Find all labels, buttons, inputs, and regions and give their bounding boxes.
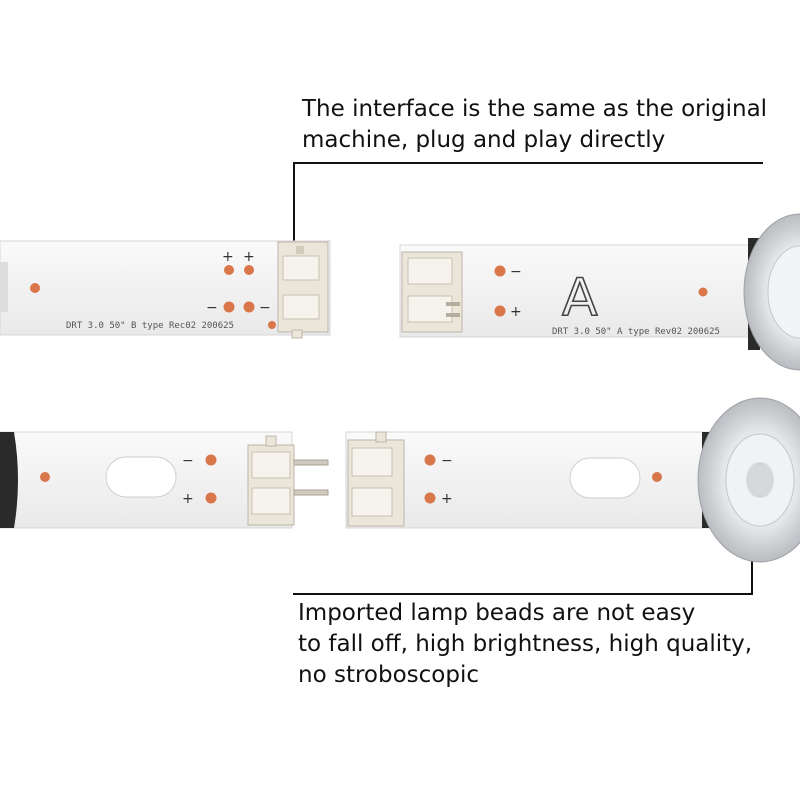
solder-pad bbox=[205, 492, 217, 504]
solder-pad bbox=[652, 472, 662, 482]
strip-bottom-right: − + bbox=[345, 397, 800, 563]
caption-connector-line2: machine, plug and play directly bbox=[302, 127, 666, 153]
connector-bottom-right bbox=[347, 431, 405, 527]
minus-sign: − bbox=[206, 300, 218, 316]
solder-pad bbox=[243, 301, 255, 313]
mounting-slot bbox=[569, 457, 641, 499]
connector-bottom-left bbox=[247, 435, 329, 526]
caption-lamp-beads: Imported lamp beads are not easy to fall… bbox=[298, 598, 778, 691]
connector-b-type bbox=[277, 241, 329, 339]
lens-edge-left bbox=[0, 432, 18, 528]
caption-lamp-line1: Imported lamp beads are not easy bbox=[298, 600, 696, 626]
solder-pad bbox=[205, 454, 217, 466]
solder-pad bbox=[40, 472, 50, 482]
plus-sign: + bbox=[222, 249, 234, 265]
solder-pad bbox=[494, 265, 506, 277]
led-lens-top bbox=[743, 213, 800, 371]
plus-sign: + bbox=[243, 249, 255, 265]
solder-pad bbox=[424, 492, 436, 504]
led-lens-bottom bbox=[697, 397, 800, 563]
connector-a-type bbox=[401, 251, 463, 333]
plus-sign: + bbox=[510, 304, 522, 320]
callout-line-top-horizontal bbox=[293, 162, 763, 164]
caption-lamp-line2: to fall off, high brightness, high quali… bbox=[298, 631, 753, 657]
minus-sign: − bbox=[182, 453, 194, 469]
caption-connector-line1: The interface is the same as the origina… bbox=[302, 96, 768, 122]
solder-pad bbox=[698, 287, 708, 297]
solder-pad bbox=[424, 454, 436, 466]
strip-b-type: + + − − DRT 3.0 50" B type Rec02 200625 bbox=[0, 240, 331, 339]
caption-lamp-line3: no stroboscopic bbox=[298, 662, 479, 688]
solder-pad bbox=[223, 301, 235, 313]
callout-line-bottom-horizontal bbox=[293, 593, 753, 595]
callout-line-top-vertical bbox=[293, 162, 295, 294]
pcb-label-b-type: DRT 3.0 50" B type Rec02 200625 bbox=[66, 321, 234, 331]
strip-mark-a: A bbox=[562, 268, 598, 328]
solder-pad bbox=[494, 305, 506, 317]
pcb-label-a-type: DRT 3.0 50" A type Rev02 200625 bbox=[552, 327, 720, 337]
minus-sign: − bbox=[441, 453, 453, 469]
minus-sign: − bbox=[259, 300, 271, 316]
solder-pad bbox=[30, 283, 40, 293]
solder-pad bbox=[244, 265, 254, 275]
plus-sign: + bbox=[441, 491, 453, 507]
plus-sign: + bbox=[182, 491, 194, 507]
solder-pad bbox=[268, 321, 276, 329]
minus-sign: − bbox=[510, 264, 522, 280]
caption-connector: The interface is the same as the origina… bbox=[302, 94, 782, 156]
strip-bottom-left: − + bbox=[0, 431, 329, 529]
solder-pad bbox=[224, 265, 234, 275]
lens-edge-left bbox=[0, 262, 8, 312]
strip-a-type: − + A DRT 3.0 50" A type Rev02 200625 bbox=[399, 213, 800, 371]
mounting-slot bbox=[105, 456, 177, 498]
